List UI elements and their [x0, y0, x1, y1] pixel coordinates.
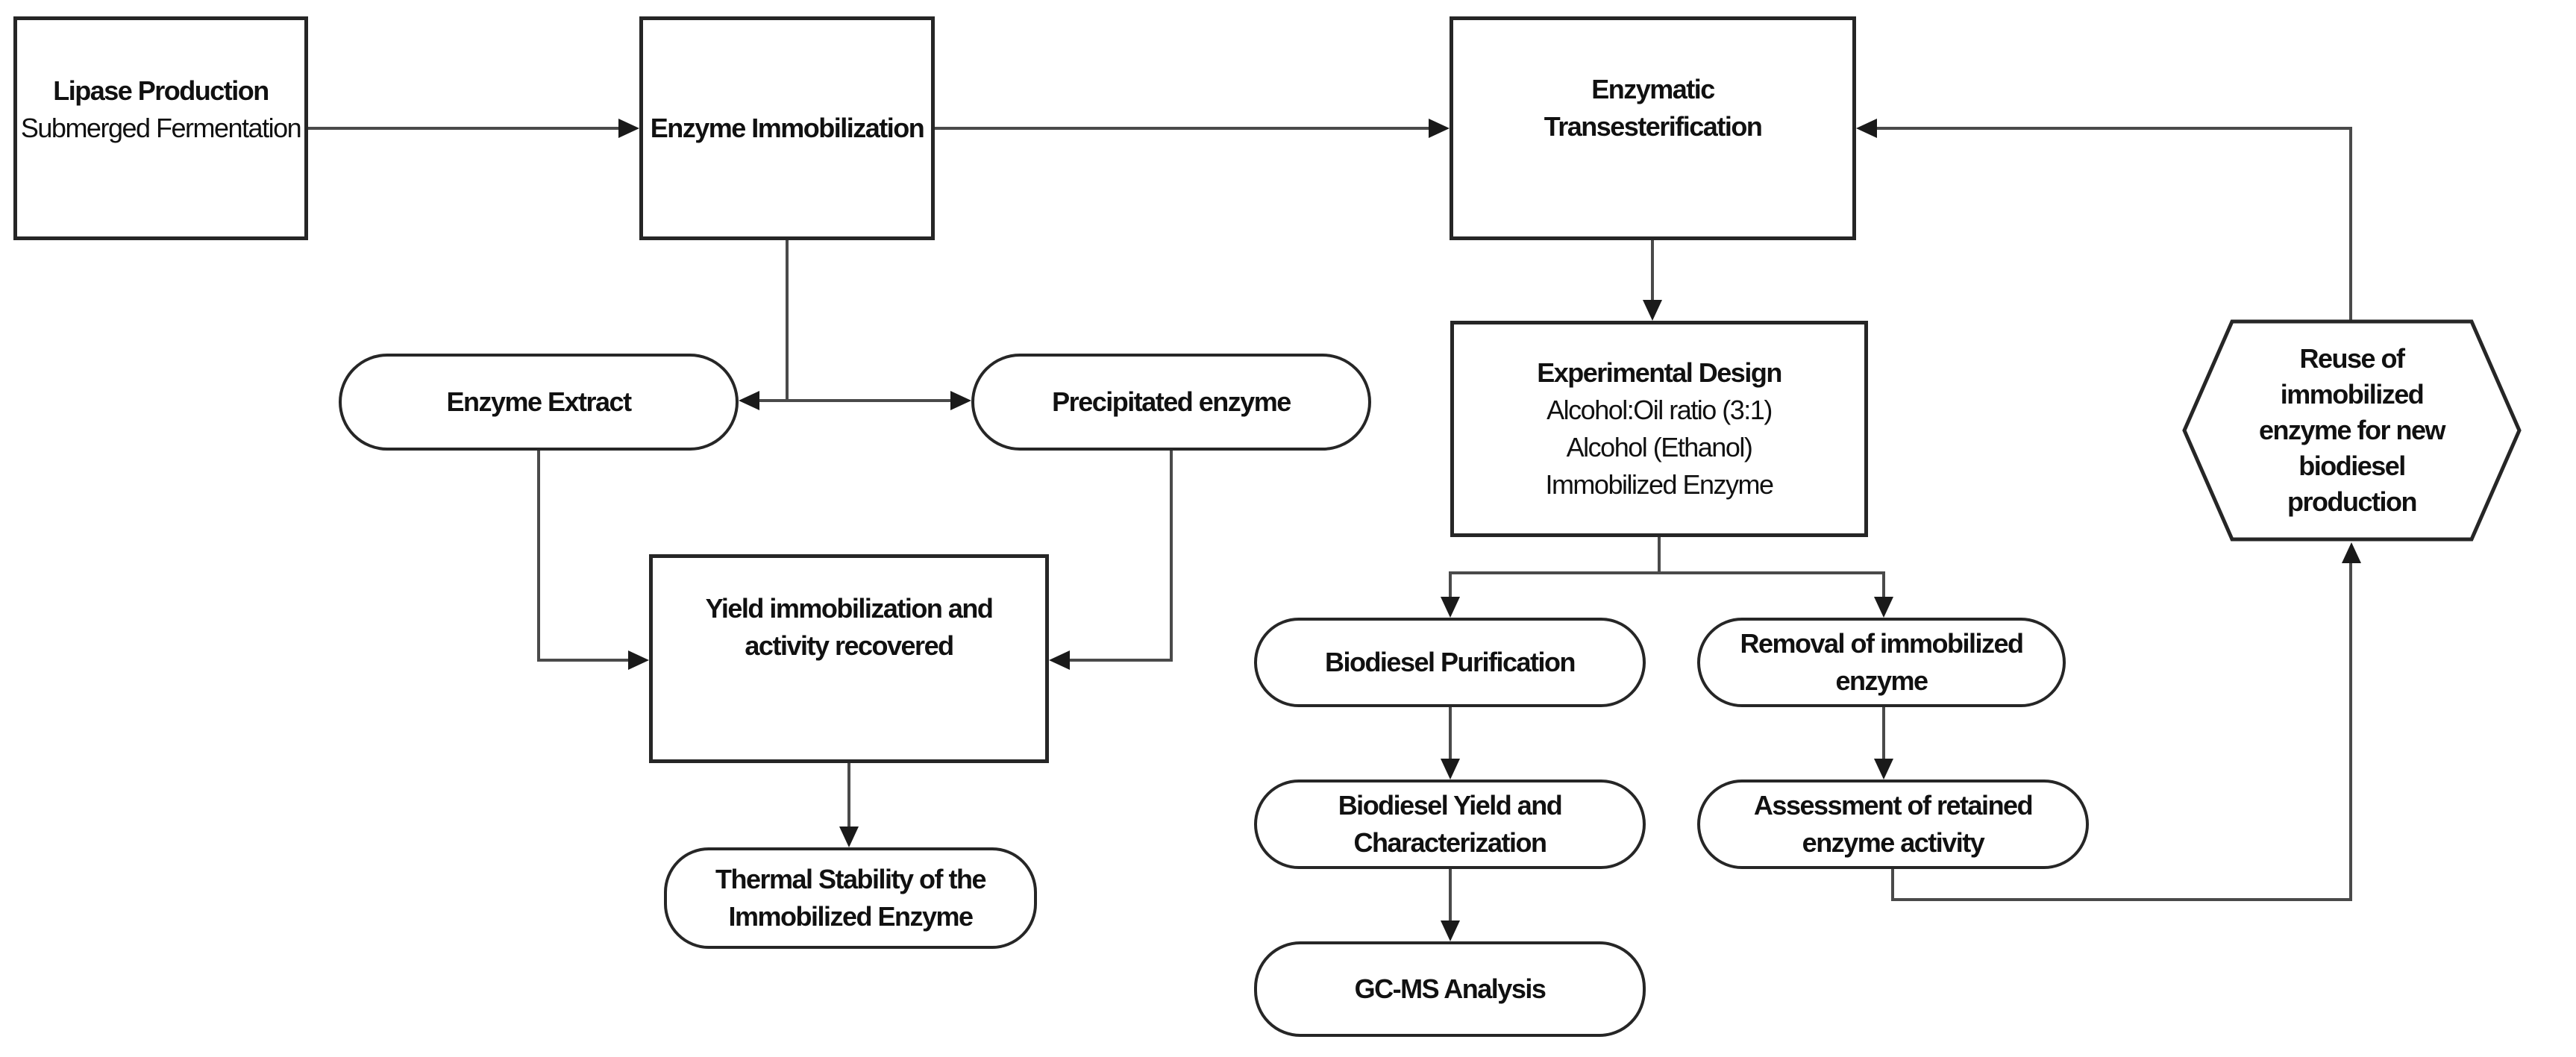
node-biodiesel-purification: Biodiesel Purification [1254, 618, 1646, 707]
transesterification-line2: Transesterification [1544, 110, 1763, 142]
arrowhead-into-reuse-hexagon [2342, 542, 2361, 563]
yield-line1: Yield immobilization and [705, 592, 994, 624]
precipitated-enzyme-label: Precipitated enzyme [1052, 386, 1291, 417]
reuse-line1: Reuse of [2299, 343, 2405, 374]
arrowhead-into-immobilization [618, 119, 639, 138]
node-experimental-design: Experimental Design Alcohol:Oil ratio (3… [1450, 321, 1868, 537]
hexagon-shape [2182, 319, 2522, 542]
connector-immobilization-to-transesterification [935, 127, 1429, 130]
arrowhead-into-biodiesel-yield [1441, 759, 1460, 780]
connector-transesterification-down [1651, 240, 1654, 301]
connector-split-right-down [1882, 571, 1885, 600]
removal-line1: Removal of immobilized [1740, 628, 2024, 659]
reuse-line4: biodiesel [2298, 451, 2406, 481]
removal-line2: enzyme [1835, 665, 1928, 696]
arrowhead-into-yield-left [628, 650, 649, 670]
reuse-line3: enzyme for new [2258, 415, 2446, 445]
connector-assessment-right [1891, 898, 2352, 901]
connector-precipitated-left [1070, 659, 1173, 662]
lipase-title: Lipase Production [53, 75, 269, 106]
arrowhead-into-transesterification-right [1856, 119, 1877, 138]
arrowhead-into-transesterification-left [1429, 119, 1450, 138]
connector-biodiesel-yield-down [1449, 869, 1452, 922]
biodiesel-yield-line2: Characterization [1353, 827, 1547, 858]
node-yield-immobilization: Yield immobilization and activity recove… [649, 554, 1049, 763]
reuse-line5: production [2287, 486, 2417, 517]
arrowhead-into-removal [1874, 597, 1893, 618]
connector-purification-down [1449, 707, 1452, 760]
enzyme-extract-label: Enzyme Extract [446, 386, 632, 417]
connector-experimental-down [1658, 537, 1661, 574]
lipase-subtitle: Submerged Fermentation [20, 113, 302, 143]
yield-line2: activity recovered [745, 630, 954, 661]
reuse-text: Reuse of immobilized enzyme for new biod… [2182, 319, 2522, 542]
arrowhead-into-purification [1441, 597, 1460, 618]
connector-experimental-split [1449, 571, 1885, 574]
experimental-title: Experimental Design [1537, 357, 1782, 388]
experimental-item1: Alcohol:Oil ratio (3:1) [1546, 395, 1773, 425]
node-enzyme-immobilization: Enzyme Immobilization [639, 16, 935, 240]
node-biodiesel-yield: Biodiesel Yield and Characterization [1254, 780, 1646, 869]
node-lipase-production: Lipase Production Submerged Fermentation [13, 16, 308, 240]
gcms-label: GC-MS Analysis [1354, 973, 1546, 1004]
node-reuse-hexagon: Reuse of immobilized enzyme for new biod… [2182, 319, 2522, 542]
transesterification-line1: Enzymatic [1591, 73, 1715, 104]
arrowhead-into-precipitated [950, 391, 971, 410]
node-enzyme-extract: Enzyme Extract [339, 354, 739, 451]
connector-split-horizontal [759, 399, 952, 402]
connector-assessment-down [1891, 869, 1894, 901]
enzyme-immobilization-label: Enzyme Immobilization [650, 113, 925, 143]
experimental-item3: Immobilized Enzyme [1545, 469, 1774, 500]
arrowhead-into-yield-right [1049, 650, 1070, 670]
arrowhead-into-thermal [839, 827, 859, 847]
arrowhead-into-assessment [1874, 759, 1893, 780]
connector-lipase-to-immobilization [308, 127, 620, 130]
connector-immobilization-down [786, 240, 789, 402]
connector-extract-right [537, 659, 630, 662]
thermal-line1: Thermal Stability of the [715, 864, 987, 894]
connector-split-left-down [1449, 571, 1452, 600]
assessment-line1: Assessment of retained [1753, 790, 2034, 821]
connector-reuse-to-transesterification [1877, 127, 2352, 130]
connector-precipitated-down [1170, 450, 1173, 662]
node-removal-immobilized-enzyme: Removal of immobilized enzyme [1697, 618, 2066, 707]
connector-extract-down [537, 450, 540, 662]
node-assessment-retained-activity: Assessment of retained enzyme activity [1697, 780, 2089, 869]
assessment-line2: enzyme activity [1802, 827, 1985, 858]
connector-yield-down [847, 763, 850, 828]
arrowhead-into-enzyme-extract [739, 391, 759, 410]
connector-reuse-loop-vertical-bottom [2349, 562, 2352, 901]
node-gcms-analysis: GC-MS Analysis [1254, 941, 1646, 1037]
arrowhead-into-experimental [1643, 300, 1662, 321]
experimental-item2: Alcohol (Ethanol) [1566, 432, 1753, 462]
node-enzymatic-transesterification: Enzymatic Transesterification [1450, 16, 1856, 240]
node-thermal-stability: Thermal Stability of the Immobilized Enz… [664, 847, 1037, 949]
biodiesel-purification-label: Biodiesel Purification [1324, 647, 1576, 677]
node-precipitated-enzyme: Precipitated enzyme [971, 354, 1371, 451]
biodiesel-yield-line1: Biodiesel Yield and [1338, 790, 1563, 821]
connector-reuse-loop-vertical-top [2349, 127, 2352, 320]
arrowhead-into-gcms [1441, 920, 1460, 941]
connector-removal-down [1882, 707, 1885, 760]
reuse-line2: immobilized [2280, 379, 2425, 410]
thermal-line2: Immobilized Enzyme [728, 901, 974, 932]
